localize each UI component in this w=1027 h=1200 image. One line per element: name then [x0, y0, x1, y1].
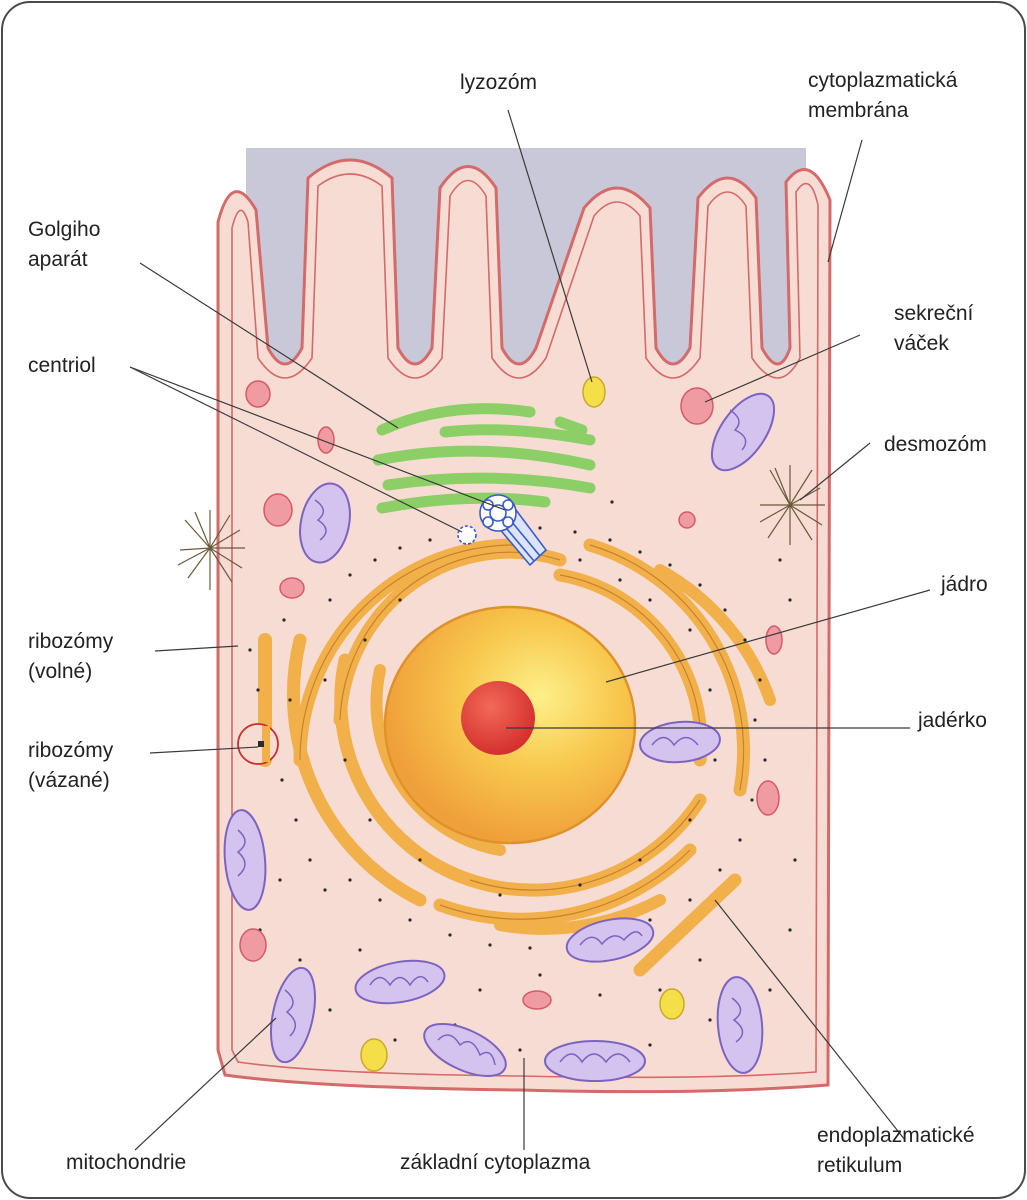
label-centriole: centriol — [28, 354, 96, 377]
label-membrane-line1: cytoplazmatická — [808, 69, 958, 92]
label-ribosomes-free-line1: ribozómy — [28, 630, 114, 653]
label-mitochondria: mitochondrie — [66, 1151, 186, 1174]
label-ribosomes-bound-line1: ribozómy — [28, 739, 114, 762]
label-vesicle-line1: sekreční — [894, 302, 974, 325]
nucleolus — [461, 681, 535, 755]
label-vesicle-line2: váček — [894, 332, 949, 355]
label-er-line1: endoplazmatické — [817, 1124, 975, 1147]
bound-ribosome-magnifier — [238, 724, 278, 764]
label-nucleus: jádro — [940, 573, 988, 596]
label-nucleolus: jadérko — [917, 709, 987, 732]
label-membrane-line2: membrána — [808, 99, 909, 122]
label-er-line2: retikulum — [817, 1154, 902, 1177]
label-cytoplasm: základní cytoplazma — [400, 1151, 591, 1174]
label-golgi-line2: aparát — [28, 248, 88, 271]
label-ribosomes-bound-line2: (vázané) — [28, 769, 110, 792]
label-desmosome: desmozóm — [884, 433, 987, 456]
label-lysosome: lyzozóm — [460, 71, 537, 94]
label-ribosomes-free-line2: (volné) — [28, 660, 92, 683]
label-golgi-line1: Golgiho — [28, 218, 100, 241]
